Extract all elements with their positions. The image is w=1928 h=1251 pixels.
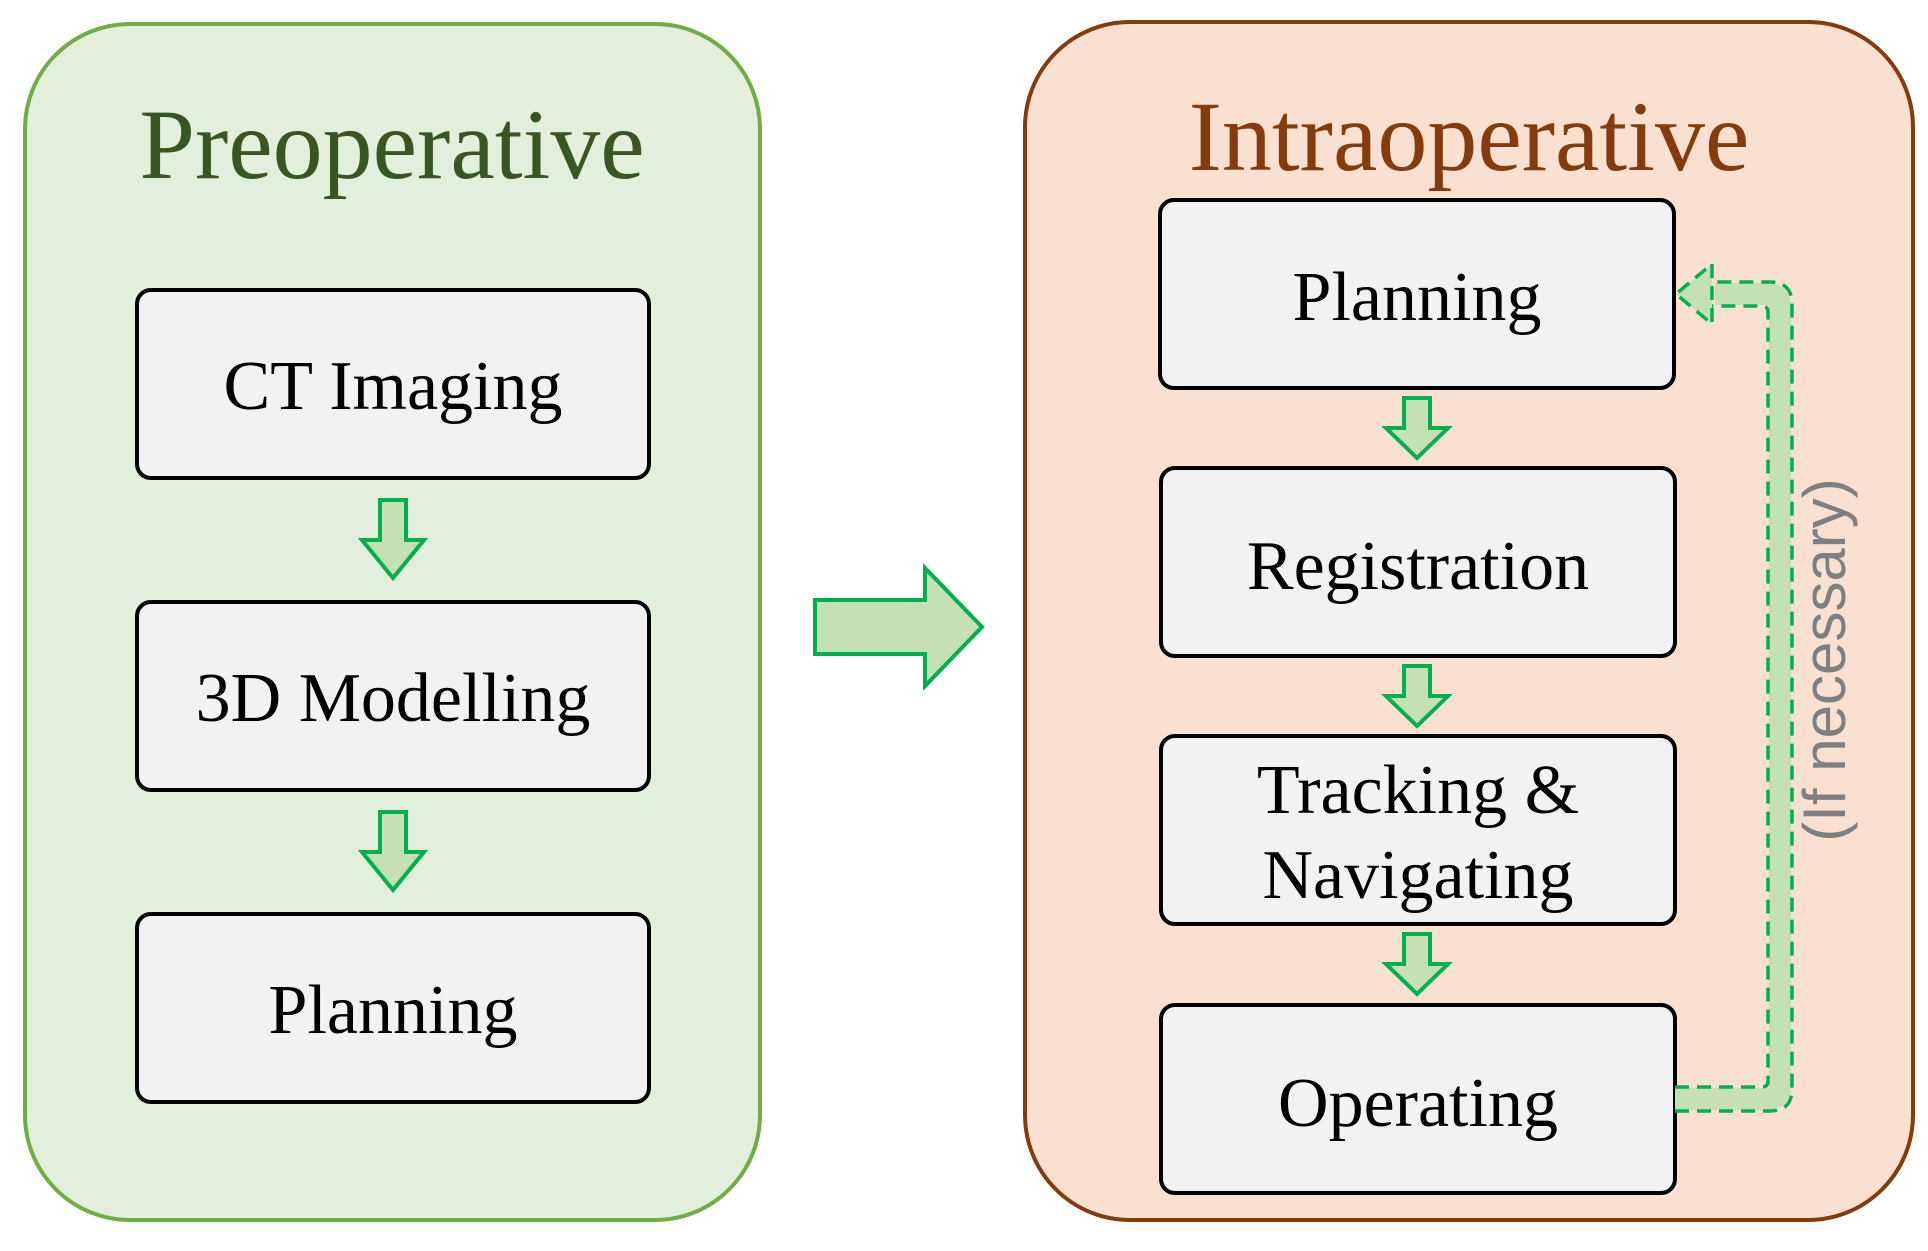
step-box-ct-imaging [135, 288, 651, 480]
step-label-3d-modelling: 3D Modelling [196, 660, 591, 737]
step-box-tracking-navigating [1159, 734, 1677, 926]
step-label-planning-pre: Planning [269, 972, 518, 1049]
down-arrow-icon [1381, 932, 1453, 997]
feedback-arrowhead-icon [1673, 260, 1714, 328]
preoperative-title: Preoperative [139, 89, 644, 200]
step-box-planning-pre [135, 912, 651, 1104]
step-label-ct-imaging: CT Imaging [224, 348, 563, 425]
step-label-operating: Operating [1278, 1065, 1558, 1142]
step-box-planning-intra [1158, 198, 1676, 390]
feedback-band [1675, 283, 1791, 1110]
step-label-planning-intra: Planning [1293, 259, 1542, 336]
feedback-note-label: (If necessary) [1791, 478, 1858, 841]
preoperative-panel: Preoperative CT Imaging 3D Modelling Pla… [23, 22, 762, 1222]
step-box-3d-modelling [135, 600, 651, 792]
feedback-outline-inner [1675, 304, 1770, 1089]
step-box-registration [1159, 466, 1677, 658]
step-label-tracking: Tracking & [1257, 752, 1579, 829]
step-label-registration: Registration [1247, 528, 1589, 605]
down-arrow-icon [357, 498, 429, 582]
down-arrow-icon [1381, 664, 1453, 729]
down-arrow-icon [1381, 396, 1453, 461]
intraoperative-title: Intraoperative [1189, 81, 1750, 192]
feedback-loop [1673, 260, 1794, 1113]
down-arrow-icon [357, 810, 429, 894]
intraoperative-panel: Intraoperative Planning Registration Tra… [1023, 20, 1915, 1222]
step-label-navigating: Navigating [1262, 837, 1573, 914]
transition-arrow-icon [813, 563, 985, 691]
